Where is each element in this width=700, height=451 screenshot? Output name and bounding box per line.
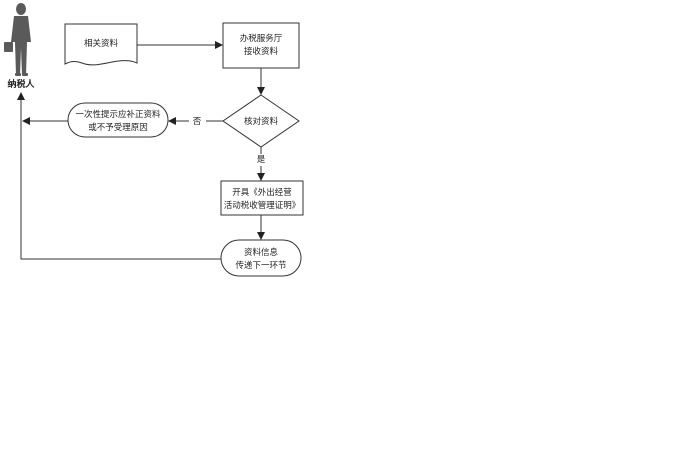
transfer-label-line1: 资料信息 xyxy=(244,247,279,258)
transfer-node xyxy=(220,239,302,277)
check-label: 核对资料 xyxy=(244,116,279,127)
yes-label: 是 xyxy=(257,155,266,165)
receive-node xyxy=(222,22,300,69)
reject-label-line2: 或不予受理原因 xyxy=(88,122,148,133)
documents-node xyxy=(64,23,138,66)
taxpayer-figure xyxy=(4,3,31,76)
issue-node xyxy=(220,180,304,216)
issue-label-line1: 开具《外出经营 xyxy=(232,187,292,198)
documents-label: 相关资料 xyxy=(84,38,119,49)
receive-label-line2: 接收资料 xyxy=(244,46,279,57)
taxpayer-label: 纳税人 xyxy=(7,78,35,90)
transfer-label-line2: 传递下一环节 xyxy=(235,260,287,271)
reject-label-line1: 一次性提示应补正资料 xyxy=(75,109,161,120)
no-label: 否 xyxy=(193,117,202,127)
issue-label-line2: 活动税收管理证明》 xyxy=(224,200,301,211)
receive-label-line1: 办税服务厅 xyxy=(240,33,283,44)
edge-transfer-to-taxpayer xyxy=(17,92,221,260)
